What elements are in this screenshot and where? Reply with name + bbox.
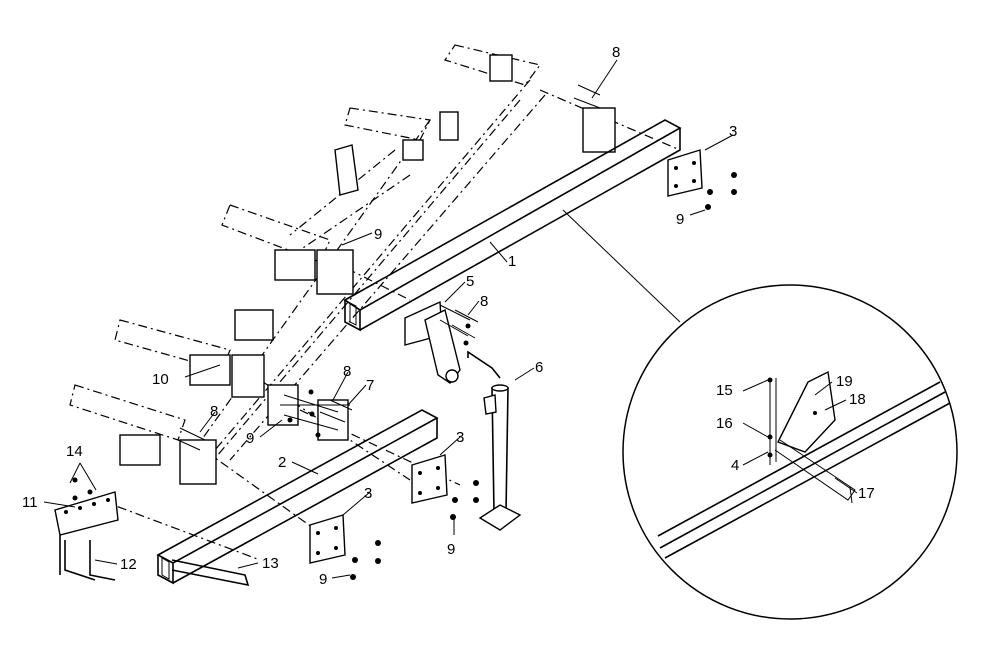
callout-13: 13: [262, 555, 279, 572]
bolts-part-8: [177, 84, 601, 451]
callout-5: 5: [466, 273, 474, 290]
callout-labels: 8 3 9 9 1 5 8 6 10 8 7 8 9 3 2 14 11 3 9…: [22, 44, 875, 588]
callout-18: 18: [849, 391, 866, 408]
callout-7: 7: [366, 377, 374, 394]
callout-17: 17: [858, 485, 875, 502]
hitch-parts-11-14: [54, 477, 250, 587]
callout-10: 10: [152, 371, 169, 388]
detail-view: [622, 284, 958, 620]
callout-4: 4: [731, 457, 739, 474]
callout-2: 2: [278, 454, 286, 471]
callout-8: 8: [343, 363, 351, 380]
callout-9: 9: [676, 211, 684, 228]
callout-3: 3: [364, 485, 372, 502]
jack-stand-part-6: [467, 350, 522, 531]
plate-part-3-lower: [309, 514, 381, 580]
callout-9: 9: [319, 571, 327, 588]
callout-19: 19: [836, 373, 853, 390]
tube-part-2: [156, 409, 439, 585]
bracket-assembly-part-7: [267, 384, 350, 441]
callout-12: 12: [120, 556, 137, 573]
callout-9: 9: [374, 226, 382, 243]
tube-part-1: [343, 119, 682, 332]
frame-brackets: [119, 54, 616, 485]
callout-3: 3: [729, 123, 737, 140]
callout-15: 15: [716, 382, 733, 399]
callout-8: 8: [480, 293, 488, 310]
callout-8: 8: [612, 44, 620, 61]
callout-1: 1: [508, 253, 516, 270]
plate-part-3-upper: [667, 149, 737, 210]
leader-lines: [43, 59, 734, 579]
callout-11: 11: [22, 494, 38, 511]
callout-3: 3: [456, 429, 464, 446]
plate-part-3-middle: [411, 454, 479, 520]
callout-9: 9: [246, 430, 254, 447]
callout-16: 16: [716, 415, 733, 432]
bracket-part-5: [404, 300, 471, 384]
callout-8: 8: [210, 403, 218, 420]
callout-6: 6: [535, 359, 543, 376]
detail-connector: [562, 209, 681, 323]
callout-14: 14: [66, 443, 83, 460]
callout-9: 9: [447, 541, 455, 558]
